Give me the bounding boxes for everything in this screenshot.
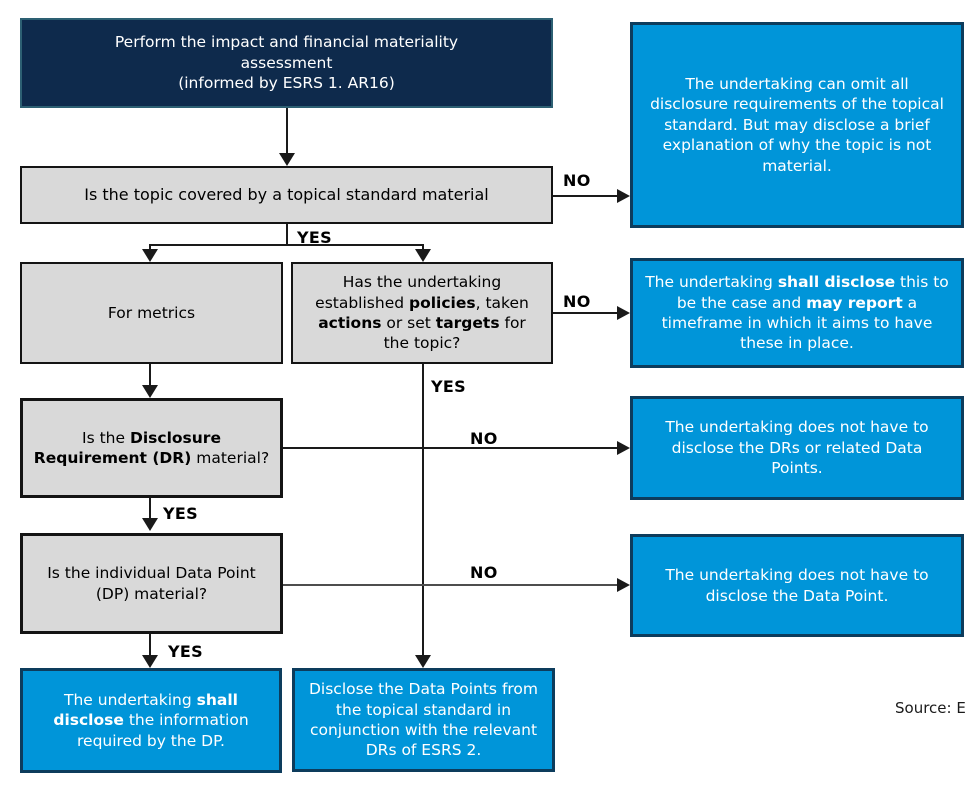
edge-label-no-2: NO (563, 292, 591, 311)
connector-policies-no (553, 312, 619, 314)
node-for-metrics: For metrics (20, 262, 283, 364)
for-metrics-text: For metrics (107, 303, 196, 322)
edge-label-no-1: NO (563, 171, 591, 190)
connector-policies-yes (422, 364, 424, 656)
edge-label-no-3: NO (470, 429, 498, 448)
arrowhead-down-icon (415, 655, 431, 668)
source-note: Source: E (895, 699, 966, 717)
arrowhead-down-icon (279, 153, 295, 166)
policies-question-text: Has the undertaking established policies… (315, 273, 529, 353)
no-dp-disclosure-text: The undertaking does not have to disclos… (665, 566, 929, 605)
node-no-dr-disclosure-outcome: The undertaking does not have to disclos… (630, 396, 964, 500)
arrowhead-down-icon (415, 249, 431, 262)
node-no-dp-disclosure-outcome: The undertaking does not have to disclos… (630, 534, 964, 637)
connector-split-left-stub (149, 244, 151, 252)
arrowhead-down-icon (142, 655, 158, 668)
start-assessment-subtext: (informed by ESRS 1. AR16) (178, 74, 395, 93)
arrowhead-down-icon (142, 518, 158, 531)
shall-disclose-dp-text: The undertaking shall disclose the infor… (53, 690, 249, 750)
node-policies-question: Has the undertaking established policies… (291, 262, 553, 364)
connector-dr-no (283, 447, 619, 449)
connector-dr-yes (149, 498, 151, 520)
arrowhead-right-icon (617, 306, 630, 320)
node-disclose-esrs2-outcome: Disclose the Data Points from the topica… (292, 668, 555, 772)
node-dp-material-question: Is the individual Data Point (DP) materi… (20, 533, 283, 634)
edge-label-yes-2: YES (431, 377, 466, 396)
connector-dp-no (283, 584, 619, 586)
edge-label-no-4: NO (470, 563, 498, 582)
no-dr-disclosure-text: The undertaking does not have to disclos… (665, 418, 929, 478)
arrowhead-down-icon (142, 249, 158, 262)
node-shall-disclose-dp-outcome: The undertaking shall disclose the infor… (20, 668, 282, 773)
connector-topic-no (553, 195, 619, 197)
edge-label-yes-4: YES (168, 642, 203, 661)
dr-material-text: Is the Disclosure Requirement (DR) mater… (33, 428, 270, 467)
node-omit-all-outcome: The undertaking can omit all disclosure … (630, 22, 964, 228)
connector-start-to-topic (286, 108, 288, 154)
node-start-assessment: Perform the impact and financial materia… (20, 18, 553, 108)
dp-material-text: Is the individual Data Point (DP) materi… (47, 564, 256, 603)
connector-dp-yes (149, 634, 151, 656)
node-dr-material-question: Is the Disclosure Requirement (DR) mater… (20, 398, 283, 498)
omit-all-text: The undertaking can omit all disclosure … (650, 74, 944, 175)
arrowhead-right-icon (617, 189, 630, 203)
arrowhead-right-icon (617, 441, 630, 455)
edge-label-yes-1: YES (297, 228, 332, 247)
arrowhead-down-icon (142, 385, 158, 398)
connector-metrics-to-dr (149, 364, 151, 386)
shall-disclose-case-text: The undertaking shall disclose this to b… (645, 273, 949, 353)
connector-topic-yes-stub (286, 224, 288, 246)
connector-split-right-stub (422, 244, 424, 252)
connector-yes-split (149, 244, 424, 246)
arrowhead-right-icon (617, 578, 630, 592)
edge-label-yes-3: YES (163, 504, 198, 523)
start-assessment-text: Perform the impact and financial materia… (114, 33, 459, 72)
disclose-esrs2-text: Disclose the Data Points from the topica… (308, 680, 539, 760)
node-topic-material-question: Is the topic covered by a topical standa… (20, 166, 553, 224)
topic-material-text: Is the topic covered by a topical standa… (84, 185, 489, 205)
node-shall-disclose-case-outcome: The undertaking shall disclose this to b… (630, 258, 964, 368)
